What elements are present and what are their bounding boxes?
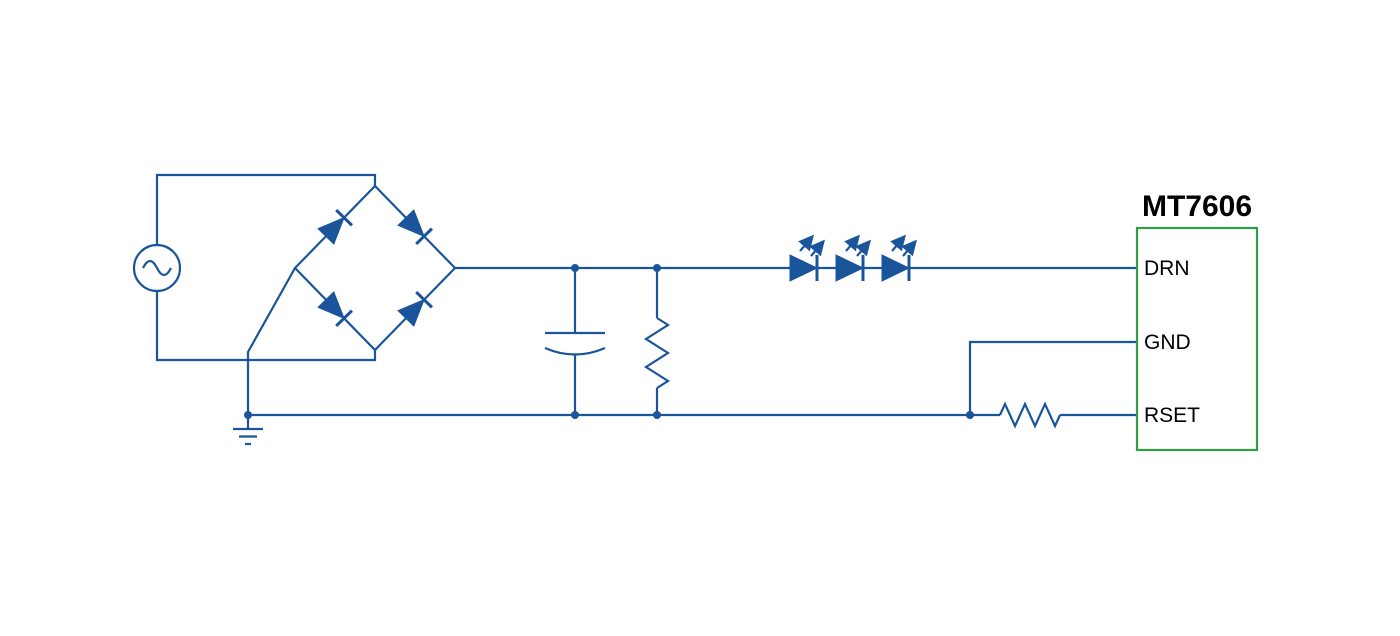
led-triangle xyxy=(881,254,911,282)
capacitor-plate-curved xyxy=(544,346,606,356)
junction-dots xyxy=(244,264,974,419)
junction-dot xyxy=(966,411,974,419)
bridge-diode-top-right xyxy=(397,209,433,246)
rset-resistor-zigzag xyxy=(998,401,1062,429)
resistor-zigzag xyxy=(643,317,671,389)
pin-label-gnd: GND xyxy=(1144,331,1191,354)
driver-ic: MT7606 DRN GND RSET xyxy=(1135,190,1259,452)
wire-ac-to-bridge-bottom xyxy=(155,291,377,362)
ic-part-number: MT7606 xyxy=(1142,190,1252,223)
emission-arrow xyxy=(890,234,907,252)
rset-resistor xyxy=(998,401,1137,429)
filter-capacitor xyxy=(544,268,606,415)
sine-wave-icon xyxy=(142,259,172,277)
emission-arrow xyxy=(809,239,826,257)
led-triangle xyxy=(835,254,865,282)
led-string xyxy=(789,234,918,282)
ac-voltage-source xyxy=(132,243,182,293)
bridge-diode-bottom-left xyxy=(317,291,353,328)
bridge-diode-top-left xyxy=(317,208,353,245)
pin-label-rset: RSET xyxy=(1144,404,1200,427)
pin-label-drn: DRN xyxy=(1144,257,1190,280)
junction-dot xyxy=(653,411,661,419)
earth-ground-symbol xyxy=(233,415,263,446)
wire-ac-to-bridge-top xyxy=(155,173,377,245)
led-1 xyxy=(789,234,826,282)
emission-arrow xyxy=(844,234,861,252)
wire-gnd-branch xyxy=(968,340,1137,415)
bridge-diode-bottom-right xyxy=(397,290,433,327)
ic-outline xyxy=(1135,226,1259,452)
junction-dot xyxy=(571,264,579,272)
led-2 xyxy=(835,234,872,282)
wire-bridge-neg-to-ground xyxy=(246,267,296,415)
led-triangle xyxy=(789,254,819,282)
junction-dot xyxy=(244,411,252,419)
parallel-resistor xyxy=(643,268,671,415)
bridge-diamond xyxy=(293,184,457,352)
junction-dot xyxy=(653,264,661,272)
emission-arrow xyxy=(901,239,918,257)
bridge-rectifier xyxy=(293,184,457,352)
emission-arrow xyxy=(798,234,815,252)
emission-arrow xyxy=(855,239,872,257)
led-3 xyxy=(881,234,918,282)
junction-dot xyxy=(571,411,579,419)
